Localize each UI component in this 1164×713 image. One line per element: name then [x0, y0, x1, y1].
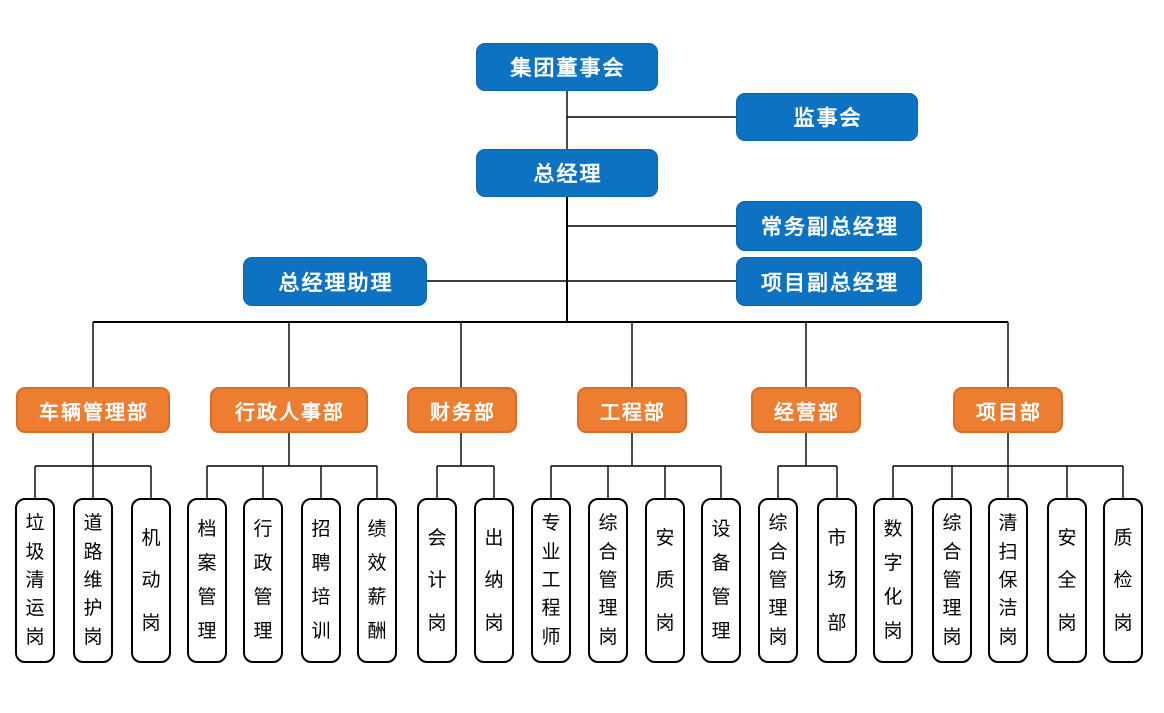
node-pos-safety: 安全岗	[1047, 498, 1087, 663]
node-pos-equipment-management: 设备管理	[701, 498, 741, 663]
node-pos-performance-compensation: 绩效薪酬	[357, 498, 397, 663]
node-gm-assistant: 总经理助理	[243, 257, 427, 306]
node-general-manager: 总经理	[476, 149, 658, 197]
node-project-deputy-gm: 项目副总经理	[736, 257, 922, 306]
node-board: 集团董事会	[476, 43, 658, 91]
node-pos-safety-quality: 安质岗	[645, 498, 685, 663]
node-pos-ops-general-management: 综合管理岗	[758, 498, 798, 663]
node-pos-cashier: 出纳岗	[474, 498, 514, 663]
node-pos-digitalization: 数字化岗	[873, 498, 913, 663]
node-dept-engineering: 工程部	[577, 387, 687, 433]
node-pos-mobile-duty: 机动岗	[131, 498, 171, 663]
node-pos-road-maintenance: 道路维护岗	[73, 498, 113, 663]
node-dept-admin-hr: 行政人事部	[210, 387, 368, 433]
node-dept-project: 项目部	[953, 387, 1063, 433]
node-supervisory-board: 监事会	[736, 93, 918, 141]
node-pos-sweeping-cleaning: 清扫保洁岗	[988, 498, 1028, 663]
connector-thin-lines	[34, 91, 1124, 500]
node-pos-proj-general-management: 综合管理岗	[932, 498, 972, 663]
node-pos-garbage-removal: 垃圾清运岗	[15, 498, 55, 663]
node-dept-operations: 经营部	[751, 387, 861, 433]
node-dept-vehicle-management: 车辆管理部	[16, 387, 170, 433]
node-pos-accountant: 会计岗	[417, 498, 457, 663]
node-dept-finance: 财务部	[407, 387, 517, 433]
node-pos-admin-management: 行政管理	[243, 498, 283, 663]
node-pos-quality-inspection: 质检岗	[1103, 498, 1143, 663]
node-pos-professional-engineer: 专业工程师	[531, 498, 571, 663]
node-pos-eng-general-management: 综合管理岗	[588, 498, 628, 663]
connector-trunk-lines	[93, 197, 1008, 323]
node-pos-market-division: 市场部	[817, 498, 857, 663]
node-pos-archives-management: 档案管理	[187, 498, 227, 663]
node-pos-recruiting-training: 招聘培训	[301, 498, 341, 663]
node-executive-deputy-gm: 常务副总经理	[736, 201, 922, 251]
